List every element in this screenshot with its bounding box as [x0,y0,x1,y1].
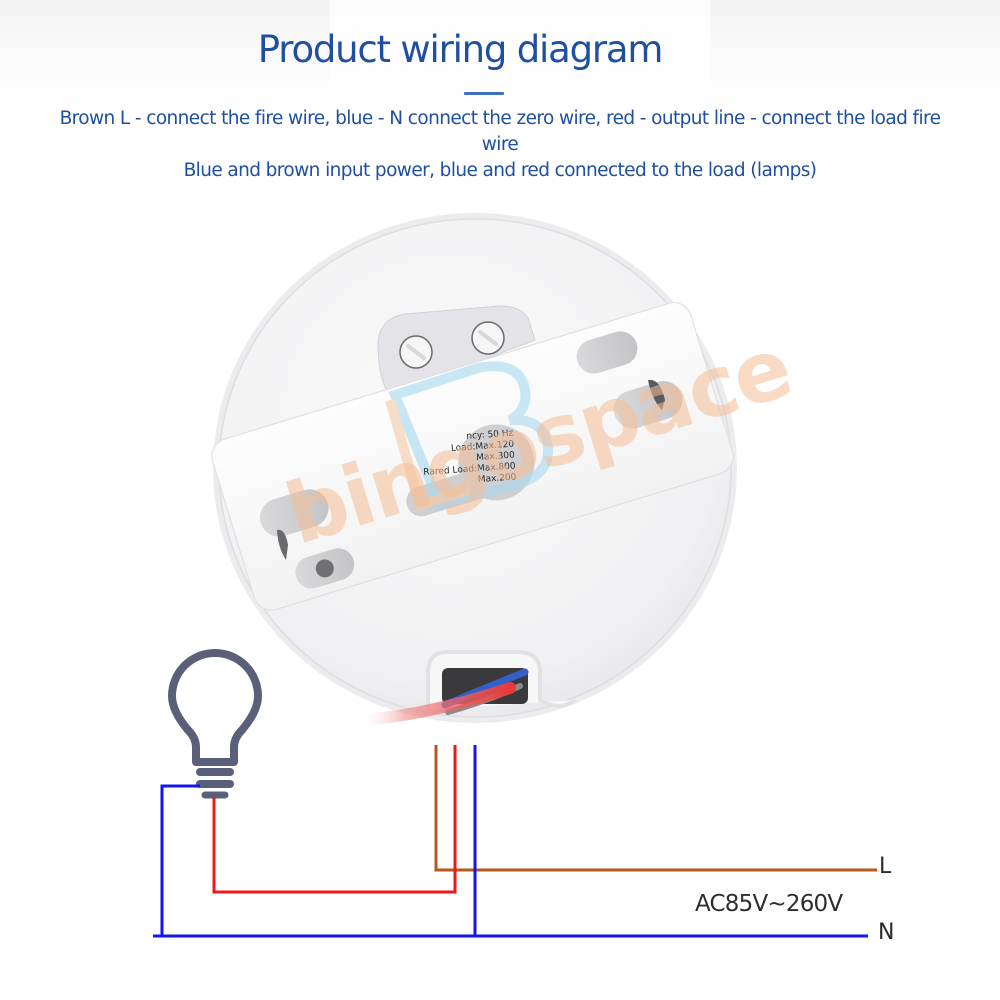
header-background [0,0,1000,110]
terminal-block [377,305,536,396]
wiring-lines [153,745,877,938]
bracket-notch [648,379,665,410]
description: Brown L - connect the fire wire, blue - … [40,106,960,184]
brown-wire-L [434,745,877,872]
title-underline [464,92,504,95]
page-title: Product wiring diagram [257,28,664,71]
description-line-2: Blue and brown input power, blue and red… [183,160,817,181]
cable-exit [354,650,577,726]
terminal-label-N: N [878,920,895,945]
description-line-1: Brown L - connect the fire wire, blue - … [59,108,941,155]
blue-wire-N-lamp [160,784,200,936]
device-rating-label: ncy: 50 Hz Load:Max.120 Max.300 Rared Lo… [413,429,517,491]
header-title-backdrop [330,0,710,110]
bracket-slot-left [259,489,329,537]
bracket-slot-top-right [576,331,638,374]
bracket-slot-right [613,381,683,429]
brand-logo-watermark [385,361,554,512]
red-wire-output [212,745,457,894]
lamp-bulb-icon [168,649,262,799]
sensor-device [211,213,737,726]
bracket-screw [315,559,334,578]
bracket-notch-left [277,529,288,560]
supply-voltage-label: AC85V~260V [695,891,843,917]
terminal-label-L: L [879,854,892,879]
